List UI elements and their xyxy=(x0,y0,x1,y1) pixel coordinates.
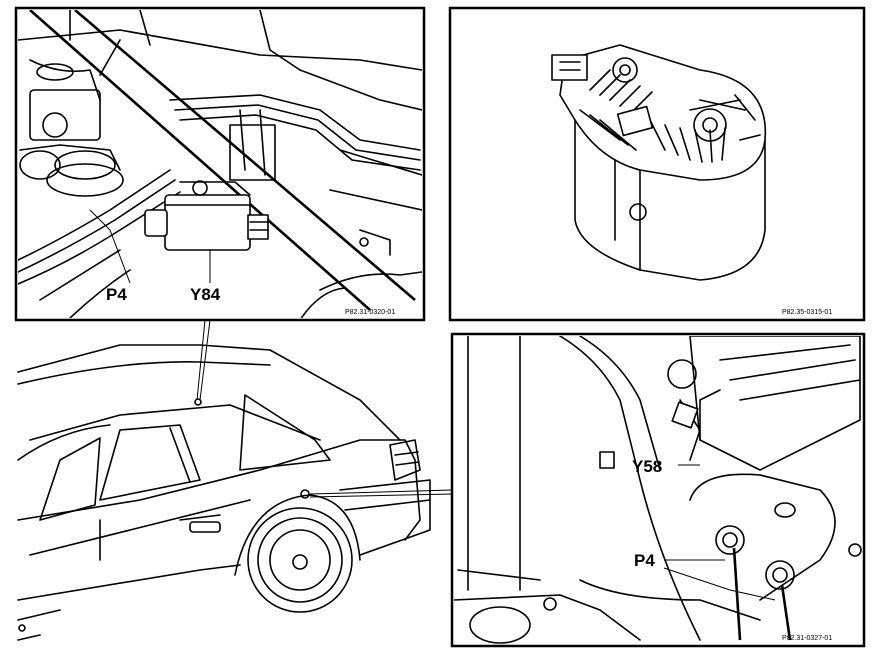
pump-unit-illustration xyxy=(551,44,767,281)
vehicle-illustration xyxy=(17,319,453,641)
panel-top-left: P4 Y84 P82.31-0320-01 xyxy=(14,6,426,322)
ref-code-bottom-right: P82.31-0327-01 xyxy=(782,635,832,642)
pointer-line-right xyxy=(309,489,453,495)
label-y58: Y58 xyxy=(632,457,662,476)
engine-bay-illustration xyxy=(18,10,422,318)
label-y84: Y84 xyxy=(190,285,221,304)
valve-y84 xyxy=(144,180,269,251)
panel-top-right: P82.35-0315-01 xyxy=(448,6,866,322)
label-p4-bottom: P4 xyxy=(634,551,655,570)
ref-code-top-right: P82.35-0315-01 xyxy=(782,309,832,316)
rear-underbody-illustration xyxy=(454,336,862,644)
label-p4-top: P4 xyxy=(106,285,127,304)
ref-code-top-left: P82.31-0320-01 xyxy=(345,309,395,316)
panel-bottom-right: Y58 P4 P82.31-0327-01 xyxy=(450,332,866,648)
pointer-line-top xyxy=(196,319,206,401)
